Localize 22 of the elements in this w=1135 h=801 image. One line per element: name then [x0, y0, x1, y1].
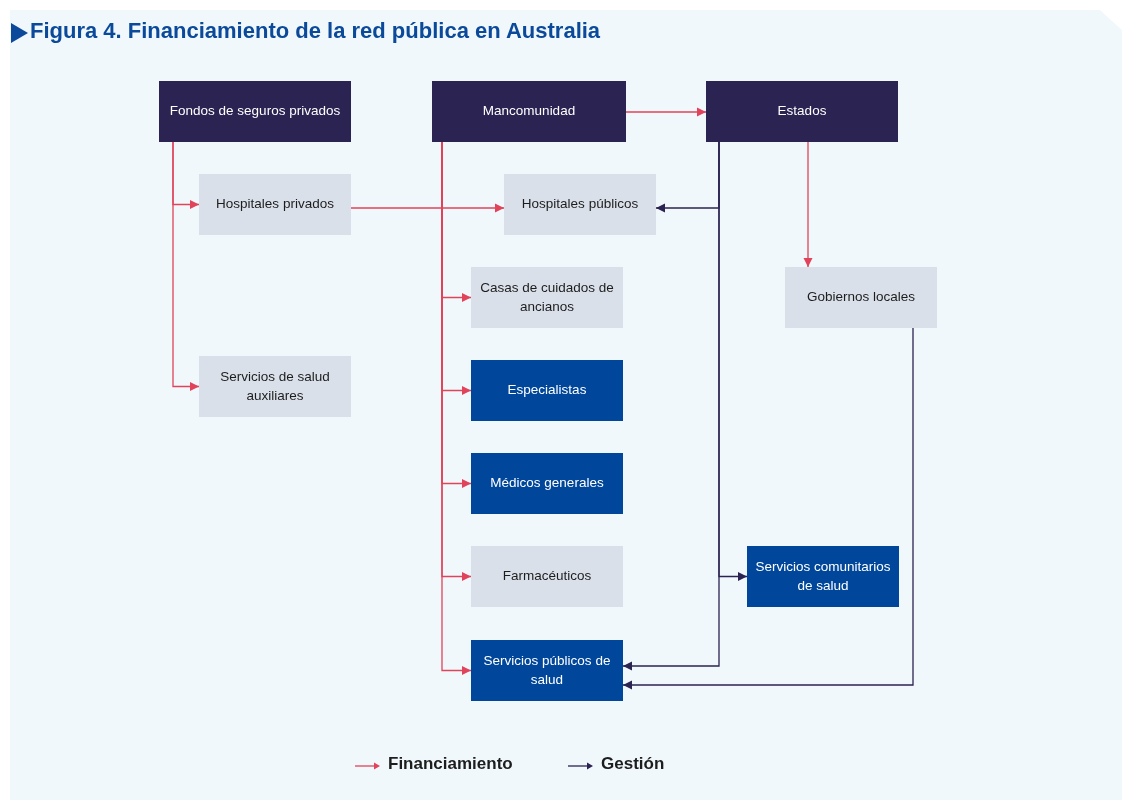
provider-box: Casas de cuidados de ancianos	[471, 267, 623, 328]
provider-box: Hospitales públicos	[504, 174, 656, 235]
organization-box: Mancomunidad	[432, 81, 626, 142]
figure-title: Figura 4. Financiamiento de la red pública en Australia	[30, 18, 601, 44]
provider-box: Hospitales privados	[199, 174, 351, 235]
service-box: Servicios comunitarios de salud	[747, 546, 899, 607]
arrow	[172, 141, 200, 392]
legend-label: Financiamiento	[388, 754, 513, 774]
organization-box: Fondos de seguros privados	[159, 81, 351, 142]
provider-box: Servicios de salud auxiliares	[199, 356, 351, 417]
arrow	[622, 141, 720, 671]
service-box: Médicos generales	[471, 453, 623, 514]
provider-box: Gobiernos locales	[785, 267, 937, 328]
provider-box: Farmacéuticos	[471, 546, 623, 607]
organization-box: Estados	[706, 81, 898, 142]
service-box: Especialistas	[471, 360, 623, 421]
service-box: Servicios públicos de salud	[471, 640, 623, 701]
arrow	[803, 141, 813, 268]
arrow	[350, 203, 505, 213]
arrow	[622, 327, 914, 690]
arrow	[625, 107, 707, 117]
legend-label: Gestión	[601, 754, 665, 774]
